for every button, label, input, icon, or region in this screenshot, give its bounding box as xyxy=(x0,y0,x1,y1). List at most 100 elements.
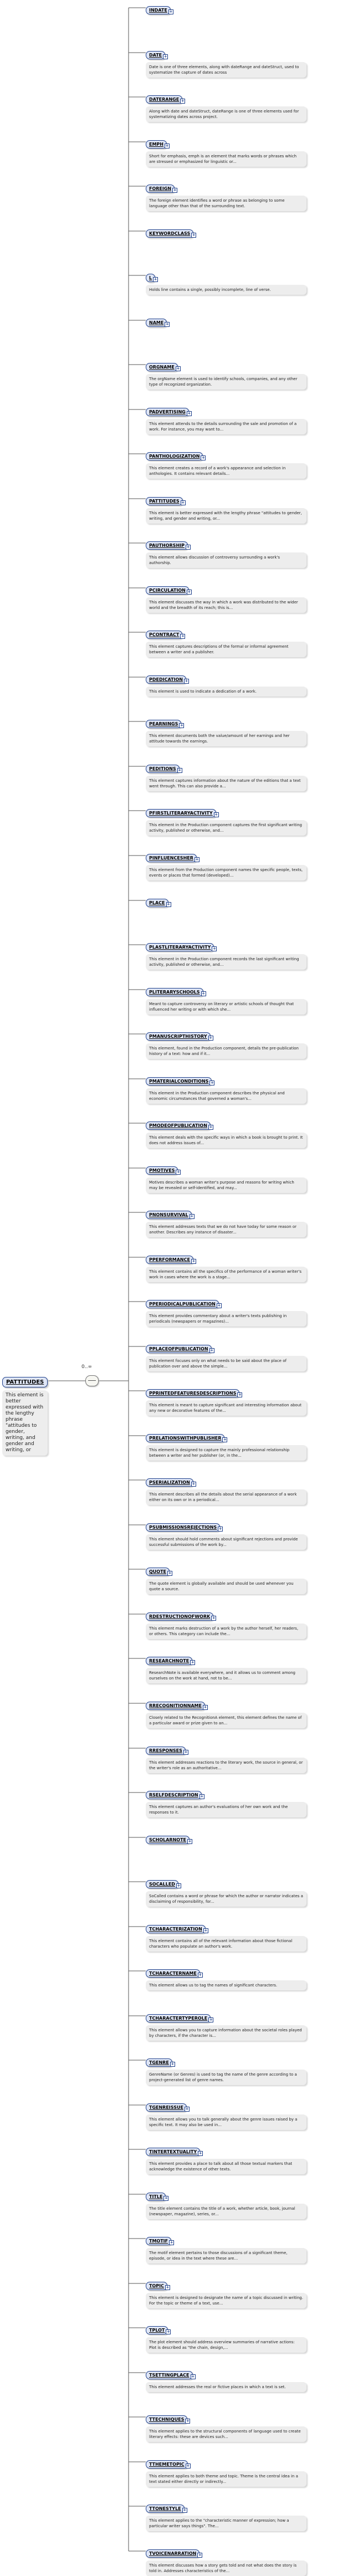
expand-icon[interactable]: + xyxy=(183,1750,188,1755)
expand-icon[interactable]: + xyxy=(183,679,189,684)
child-element-name[interactable]: NAME+ xyxy=(146,316,306,327)
expand-icon[interactable]: + xyxy=(170,2062,175,2067)
element-name[interactable]: PRELATIONSWITHPUBLISHER+ xyxy=(146,1434,228,1442)
child-element-plastliteraryactivity[interactable]: PLASTLITERARYACTIVITY+This element in th… xyxy=(146,940,306,970)
element-name[interactable]: PSERIALIZATION+ xyxy=(146,1478,196,1487)
child-element-ttonestyle[interactable]: TTONESTYLE+This element applies to the "… xyxy=(146,2502,306,2531)
element-name[interactable]: TGENREISSUE+ xyxy=(146,2103,190,2112)
child-element-tcharacterization[interactable]: TCHARACTERIZATION+This element contains … xyxy=(146,1922,306,1952)
element-name[interactable]: PADVERTISING+ xyxy=(146,408,192,416)
child-element-pearnings[interactable]: PEARNINGS+This element documents both th… xyxy=(146,717,306,746)
element-name[interactable]: PPERIODICALPUBLICATION+ xyxy=(146,1300,222,1308)
expand-icon[interactable]: + xyxy=(166,2329,171,2334)
expand-icon[interactable]: + xyxy=(176,1883,181,1888)
expand-icon[interactable]: + xyxy=(163,2196,169,2201)
root-element-name[interactable]: PATTITUDES xyxy=(2,1377,48,1387)
child-element-rrecognitionname[interactable]: RRECOGNITIONNAME+Closely related to the … xyxy=(146,1699,306,1728)
expand-icon[interactable]: + xyxy=(191,1259,196,1264)
expand-icon[interactable]: + xyxy=(208,1125,213,1130)
expand-icon[interactable]: + xyxy=(185,2419,191,2424)
element-name[interactable]: PLASTLITERARYACTIVITY+ xyxy=(146,943,217,951)
child-element-ttechniques[interactable]: TTECHNIQUES+This element applies to the … xyxy=(146,2413,306,2442)
expand-icon[interactable]: + xyxy=(211,1616,217,1621)
element-name[interactable]: FOREIGN+ xyxy=(146,185,178,193)
sequence-compositor-icon[interactable] xyxy=(85,1375,99,1386)
element-name[interactable]: PMOTIVES+ xyxy=(146,1166,181,1175)
element-name[interactable]: PMODEOFPUBLICATION+ xyxy=(146,1121,213,1130)
element-name[interactable]: PAUTHORSHIP+ xyxy=(146,541,191,550)
expand-icon[interactable]: + xyxy=(198,2151,203,2156)
element-name[interactable]: TGENRE+ xyxy=(146,2058,175,2067)
child-element-quote[interactable]: QUOTE+The quote element is globally avai… xyxy=(146,1565,306,1594)
expand-icon[interactable]: + xyxy=(186,411,192,416)
child-element-pmanuscripthistory[interactable]: PMANUSCRIPTHISTORY+This element, found i… xyxy=(146,1030,306,1059)
expand-icon[interactable]: + xyxy=(199,1794,204,1799)
element-name[interactable]: RSELFDESCRIPTION+ xyxy=(146,1791,204,1799)
expand-icon[interactable]: + xyxy=(190,2374,196,2379)
element-name[interactable]: TOPIC+ xyxy=(146,2282,170,2290)
expand-icon[interactable]: + xyxy=(172,188,178,193)
expand-icon[interactable]: + xyxy=(201,455,206,460)
child-element-title[interactable]: TITLE+The title element contains the tit… xyxy=(146,2190,306,2219)
child-element-tsettingplace[interactable]: TSETTINGPLACE+This element addresses the… xyxy=(146,2368,306,2392)
expand-icon[interactable]: + xyxy=(208,2017,214,2022)
child-element-pnonsurvival[interactable]: PNONSURVIVAL+This element addresses text… xyxy=(146,1208,306,1237)
element-name[interactable]: PEARNINGS+ xyxy=(146,720,185,728)
element-name[interactable]: PEDITIONS+ xyxy=(146,765,182,773)
element-name[interactable]: PCONTRACT+ xyxy=(146,631,186,639)
child-element-date[interactable]: DATE+Date is one of three elements, alon… xyxy=(146,48,306,78)
child-element-psubmissionsrejections[interactable]: PSUBMISSIONSREJECTIONS+This element shou… xyxy=(146,1520,306,1550)
element-name[interactable]: PATTITUDES+ xyxy=(146,497,186,505)
child-element-tgenreissue[interactable]: TGENREISSUE+This element allows you to t… xyxy=(146,2101,306,2130)
expand-icon[interactable]: + xyxy=(169,2240,175,2245)
child-element-pauthorship[interactable]: PAUTHORSHIP+This element allows discussi… xyxy=(146,539,306,568)
child-element-orgname[interactable]: ORGNAME+The orgName element is used to i… xyxy=(146,360,306,390)
expand-icon[interactable]: + xyxy=(208,1036,213,1041)
child-element-pattitudes[interactable]: PATTITUDES+This element is better expres… xyxy=(146,494,306,524)
element-name[interactable]: DATE+ xyxy=(146,51,168,59)
element-name[interactable]: RDESTRUCTIONOFWORK+ xyxy=(146,1612,217,1621)
root-element[interactable]: PATTITUDES This element is better expres… xyxy=(2,1375,48,1456)
child-element-topic[interactable]: TOPIC+This element is designed to design… xyxy=(146,2279,306,2308)
element-name[interactable]: TTONESTYLE+ xyxy=(146,2505,187,2513)
element-name[interactable]: SOCALLED+ xyxy=(146,1880,181,1888)
element-name[interactable]: PSUBMISSIONSREJECTIONS+ xyxy=(146,1523,223,1532)
child-element-tcharactername[interactable]: TCHARACTERNAME+This element allows us to… xyxy=(146,1966,306,1990)
element-name[interactable]: PFIRSTLITERARYACTIVITY+ xyxy=(146,809,219,817)
element-name[interactable]: NAME+ xyxy=(146,319,170,327)
element-name[interactable]: ORGNAME+ xyxy=(146,363,181,371)
expand-icon[interactable]: + xyxy=(189,1214,195,1219)
element-name[interactable]: TCHARACTERTYPEROLE+ xyxy=(146,2014,214,2022)
expand-icon[interactable]: + xyxy=(203,1928,208,1933)
child-element-emph[interactable]: EMPH+Short for emphasis, emph is an elem… xyxy=(146,137,306,167)
child-element-rresponses[interactable]: RRESPONSES+This element addresses reacti… xyxy=(146,1744,306,1773)
expand-icon[interactable]: + xyxy=(180,99,186,104)
expand-icon[interactable]: + xyxy=(175,366,181,371)
expand-icon[interactable]: + xyxy=(237,1392,243,1397)
element-name[interactable]: L+ xyxy=(146,274,158,282)
expand-icon[interactable]: + xyxy=(209,1348,214,1353)
expand-icon[interactable]: + xyxy=(179,723,185,728)
child-element-pdedication[interactable]: PDEDICATION+This element is used to indi… xyxy=(146,673,306,697)
child-element-tmotif[interactable]: TMOTIF+The motif element pertains to tho… xyxy=(146,2234,306,2263)
child-element-panthologization[interactable]: PANTHOLOGIZATION+This element creates a … xyxy=(146,449,306,479)
child-element-rselfdescription[interactable]: RSELFDESCRIPTION+This element captures a… xyxy=(146,1788,306,1817)
expand-icon[interactable]: + xyxy=(166,902,171,907)
child-element-prelationswithpublisher[interactable]: PRELATIONSWITHPUBLISHER+This element is … xyxy=(146,1431,306,1461)
child-element-tgenre[interactable]: TGENRE+GenreName (or Genres) is used to … xyxy=(146,2056,306,2085)
element-name[interactable]: PLACE+ xyxy=(146,899,171,907)
expand-icon[interactable]: + xyxy=(187,1839,192,1844)
child-element-place[interactable]: PLACE+ xyxy=(146,896,306,907)
child-element-foreign[interactable]: FOREIGN+The foreign element identifies a… xyxy=(146,182,306,211)
child-element-padvertising[interactable]: PADVERTISING+This element attends to the… xyxy=(146,405,306,434)
expand-icon[interactable]: + xyxy=(216,1303,222,1308)
element-name[interactable]: TTECHNIQUES+ xyxy=(146,2415,191,2424)
child-element-pmotives[interactable]: PMOTIVES+Motives describes a woman write… xyxy=(146,1164,306,1193)
expand-icon[interactable]: + xyxy=(202,1705,208,1710)
expand-icon[interactable]: + xyxy=(213,812,219,817)
child-element-researchnote[interactable]: RESEARCHNOTE+ResearchNote is available e… xyxy=(146,1654,306,1683)
child-element-indate[interactable]: INDATE+ xyxy=(146,3,306,14)
child-element-pperiodicalpublication[interactable]: PPERIODICALPUBLICATION+This element prov… xyxy=(146,1297,306,1327)
element-name[interactable]: SCHOLARNOTE+ xyxy=(146,1836,192,1844)
expand-icon[interactable]: + xyxy=(177,768,182,773)
